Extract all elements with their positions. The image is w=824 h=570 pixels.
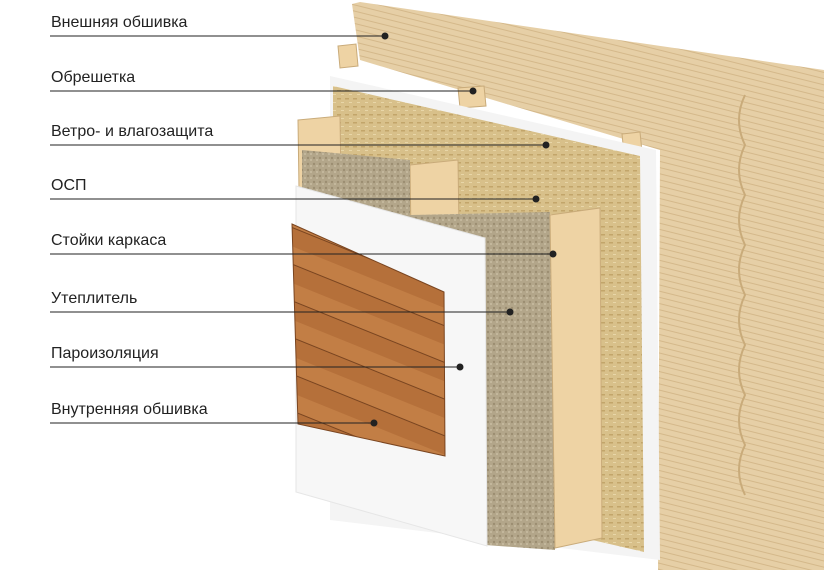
insulation [302, 150, 555, 550]
front-stud [549, 207, 603, 549]
leader-dot [456, 363, 464, 371]
leader-dot [532, 195, 540, 203]
label-osb: ОСП [51, 177, 87, 194]
label-outer-siding: Внешняя обшивка [51, 14, 188, 31]
leader-dot [370, 419, 378, 427]
leader-dot [381, 32, 389, 40]
leader-dot [469, 87, 477, 95]
outer-siding [352, 2, 824, 570]
label-interior-siding: Внутренняя обшивка [51, 401, 208, 418]
leader-dot [549, 250, 557, 258]
label-vapor-barrier: Пароизоляция [51, 345, 159, 362]
label-wind-barrier: Ветро- и влагозащита [51, 123, 214, 140]
label-battens: Обрешетка [51, 69, 136, 86]
leader-dot [506, 308, 514, 316]
interior-panel [291, 223, 446, 457]
batten [337, 43, 359, 69]
leader-dot [542, 141, 550, 149]
label-frame-studs: Стойки каркаса [51, 232, 167, 249]
label-insulation: Утеплитель [51, 290, 138, 307]
log-profile [738, 94, 747, 496]
